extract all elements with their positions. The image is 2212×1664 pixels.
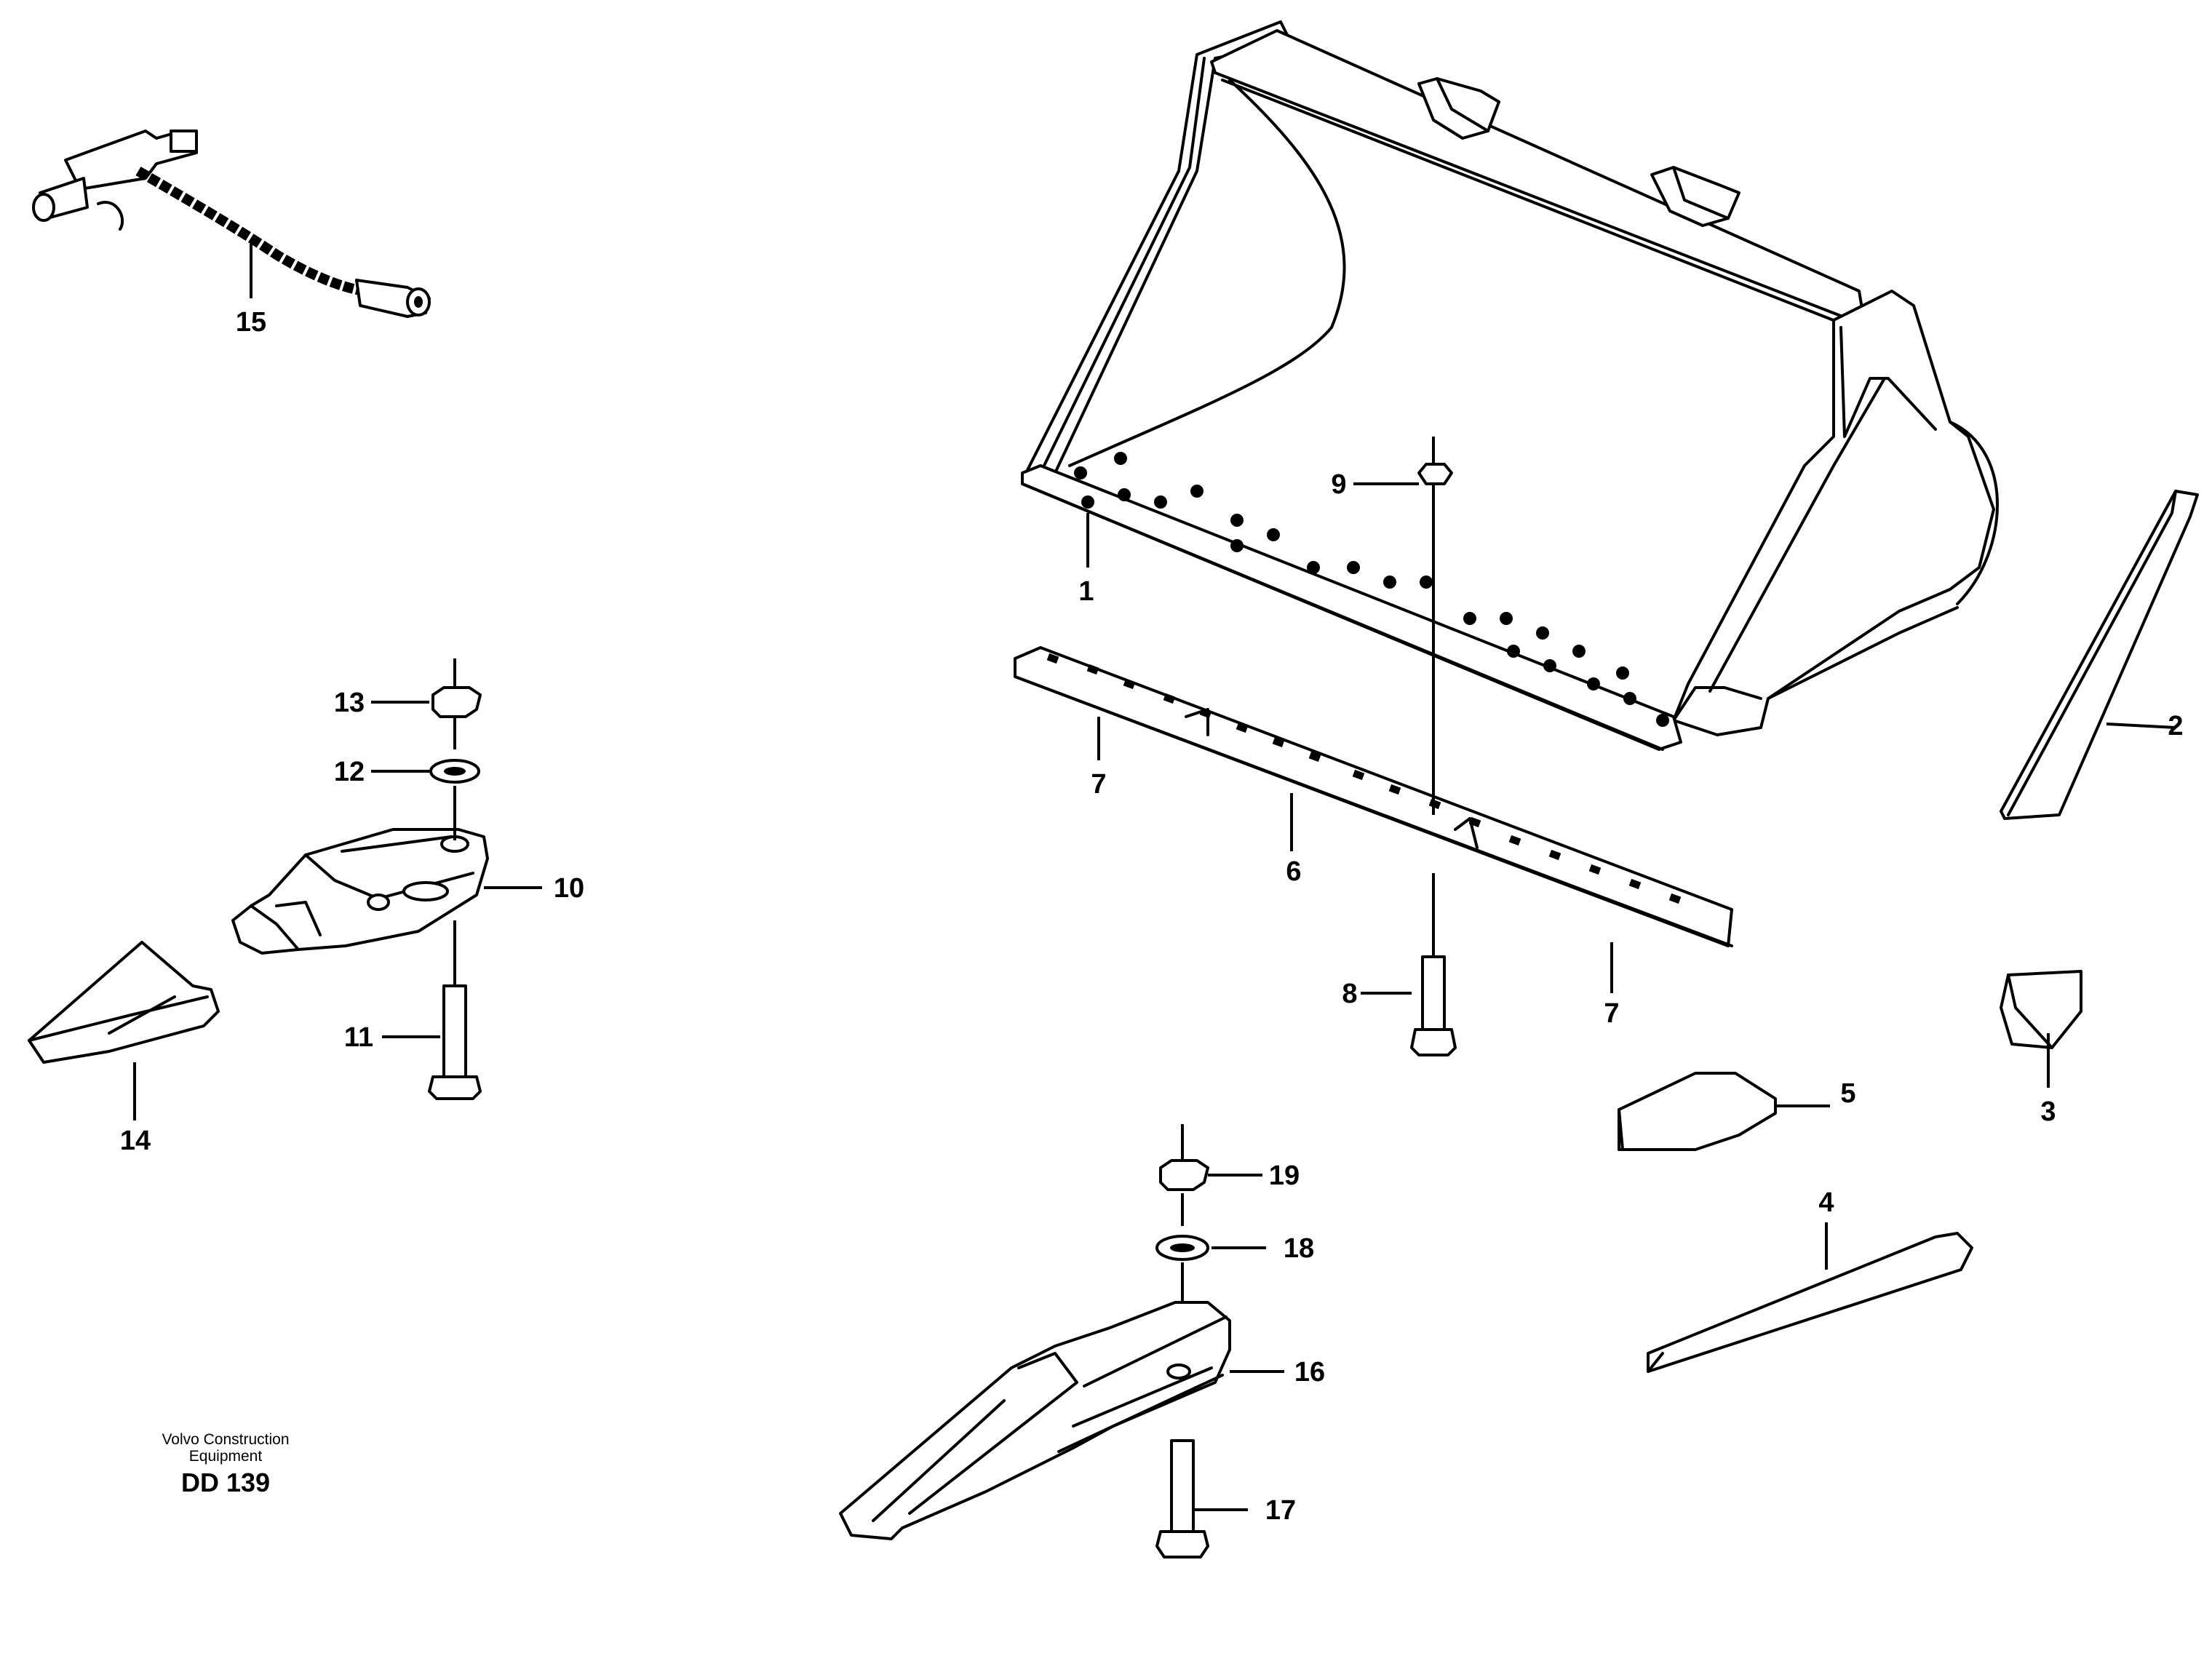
callout-2: 2 (2168, 711, 2183, 741)
callout-3: 3 (2040, 1096, 2056, 1127)
callout-1: 1 (1078, 576, 1094, 607)
callout-15: 15 (236, 307, 266, 338)
callout-8: 8 (1342, 979, 1357, 1009)
cutting-edge (1014, 646, 1733, 947)
callout-10: 10 (554, 873, 584, 904)
callout-9: 9 (1331, 469, 1346, 500)
side-wear-strip (2000, 490, 2199, 820)
adapter (231, 828, 489, 955)
wear-plate (1618, 1072, 1777, 1151)
callout-labels: 1 2 3 4 5 6 7 7 8 9 10 11 12 13 14 15 16… (120, 307, 2184, 1526)
callout-6: 6 (1286, 856, 1301, 887)
callout-4: 4 (1818, 1187, 1834, 1218)
tooth-fasteners (1155, 1124, 1209, 1558)
leader-lines (133, 244, 2176, 1511)
edge-bolt-and-nut (1410, 437, 1457, 1056)
callout-18: 18 (1284, 1233, 1314, 1264)
caption-drawing-code: DD 139 (181, 1468, 270, 1497)
callout-19: 19 (1269, 1161, 1300, 1191)
caption-company-line1: Volvo Construction (162, 1431, 289, 1448)
wear-strip (1647, 1232, 1973, 1373)
callout-5: 5 (1840, 1078, 1855, 1109)
caption: Volvo Construction Equipment DD 139 (162, 1431, 289, 1497)
corner-piece (2000, 970, 2082, 1049)
callout-13: 13 (334, 688, 365, 718)
callout-16: 16 (1294, 1357, 1325, 1388)
caption-company-line2: Equipment (189, 1448, 263, 1465)
tooth (839, 1301, 1231, 1540)
locking-pin (32, 130, 431, 318)
callout-12: 12 (334, 757, 365, 787)
tooth-cap (28, 941, 220, 1064)
callout-7-left: 7 (1091, 769, 1106, 800)
adapter-fasteners (428, 658, 482, 1100)
callout-17: 17 (1265, 1495, 1296, 1526)
callout-11: 11 (344, 1022, 373, 1053)
callout-14: 14 (120, 1126, 151, 1156)
callout-7-right: 7 (1604, 998, 1619, 1029)
bucket (1021, 20, 1999, 751)
